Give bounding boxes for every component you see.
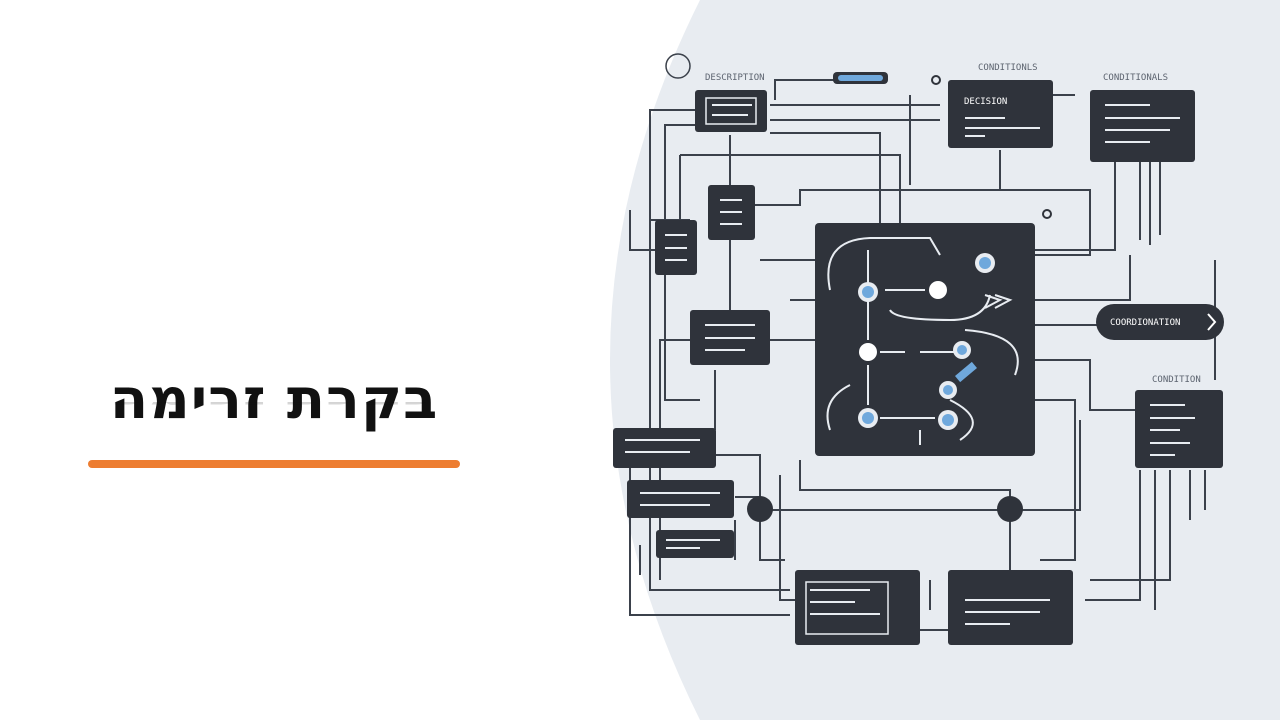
slide-title: בקרת זרימה — [109, 367, 439, 432]
box-text-lines — [625, 104, 1195, 625]
central-flow — [826, 237, 1019, 445]
title-underline — [88, 460, 460, 468]
top-label-mid: CONDITIONLS — [978, 63, 1038, 73]
coordination-pill: COORDIONATION — [1096, 304, 1224, 340]
central-nodes — [858, 253, 995, 430]
slide-title-reflection: בקרת זרימה — [88, 402, 460, 424]
top-label-left: DESCRIPTION — [705, 73, 765, 83]
top-label-right: CONDITIONALS — [1103, 73, 1168, 83]
coordination-label: COORDIONATION — [1110, 318, 1180, 328]
side-label: CONDITION — [1152, 375, 1201, 385]
title-block: בקרת זרימה בקרת זרימה — [88, 368, 460, 432]
decision-label: DECISION — [964, 97, 1007, 107]
